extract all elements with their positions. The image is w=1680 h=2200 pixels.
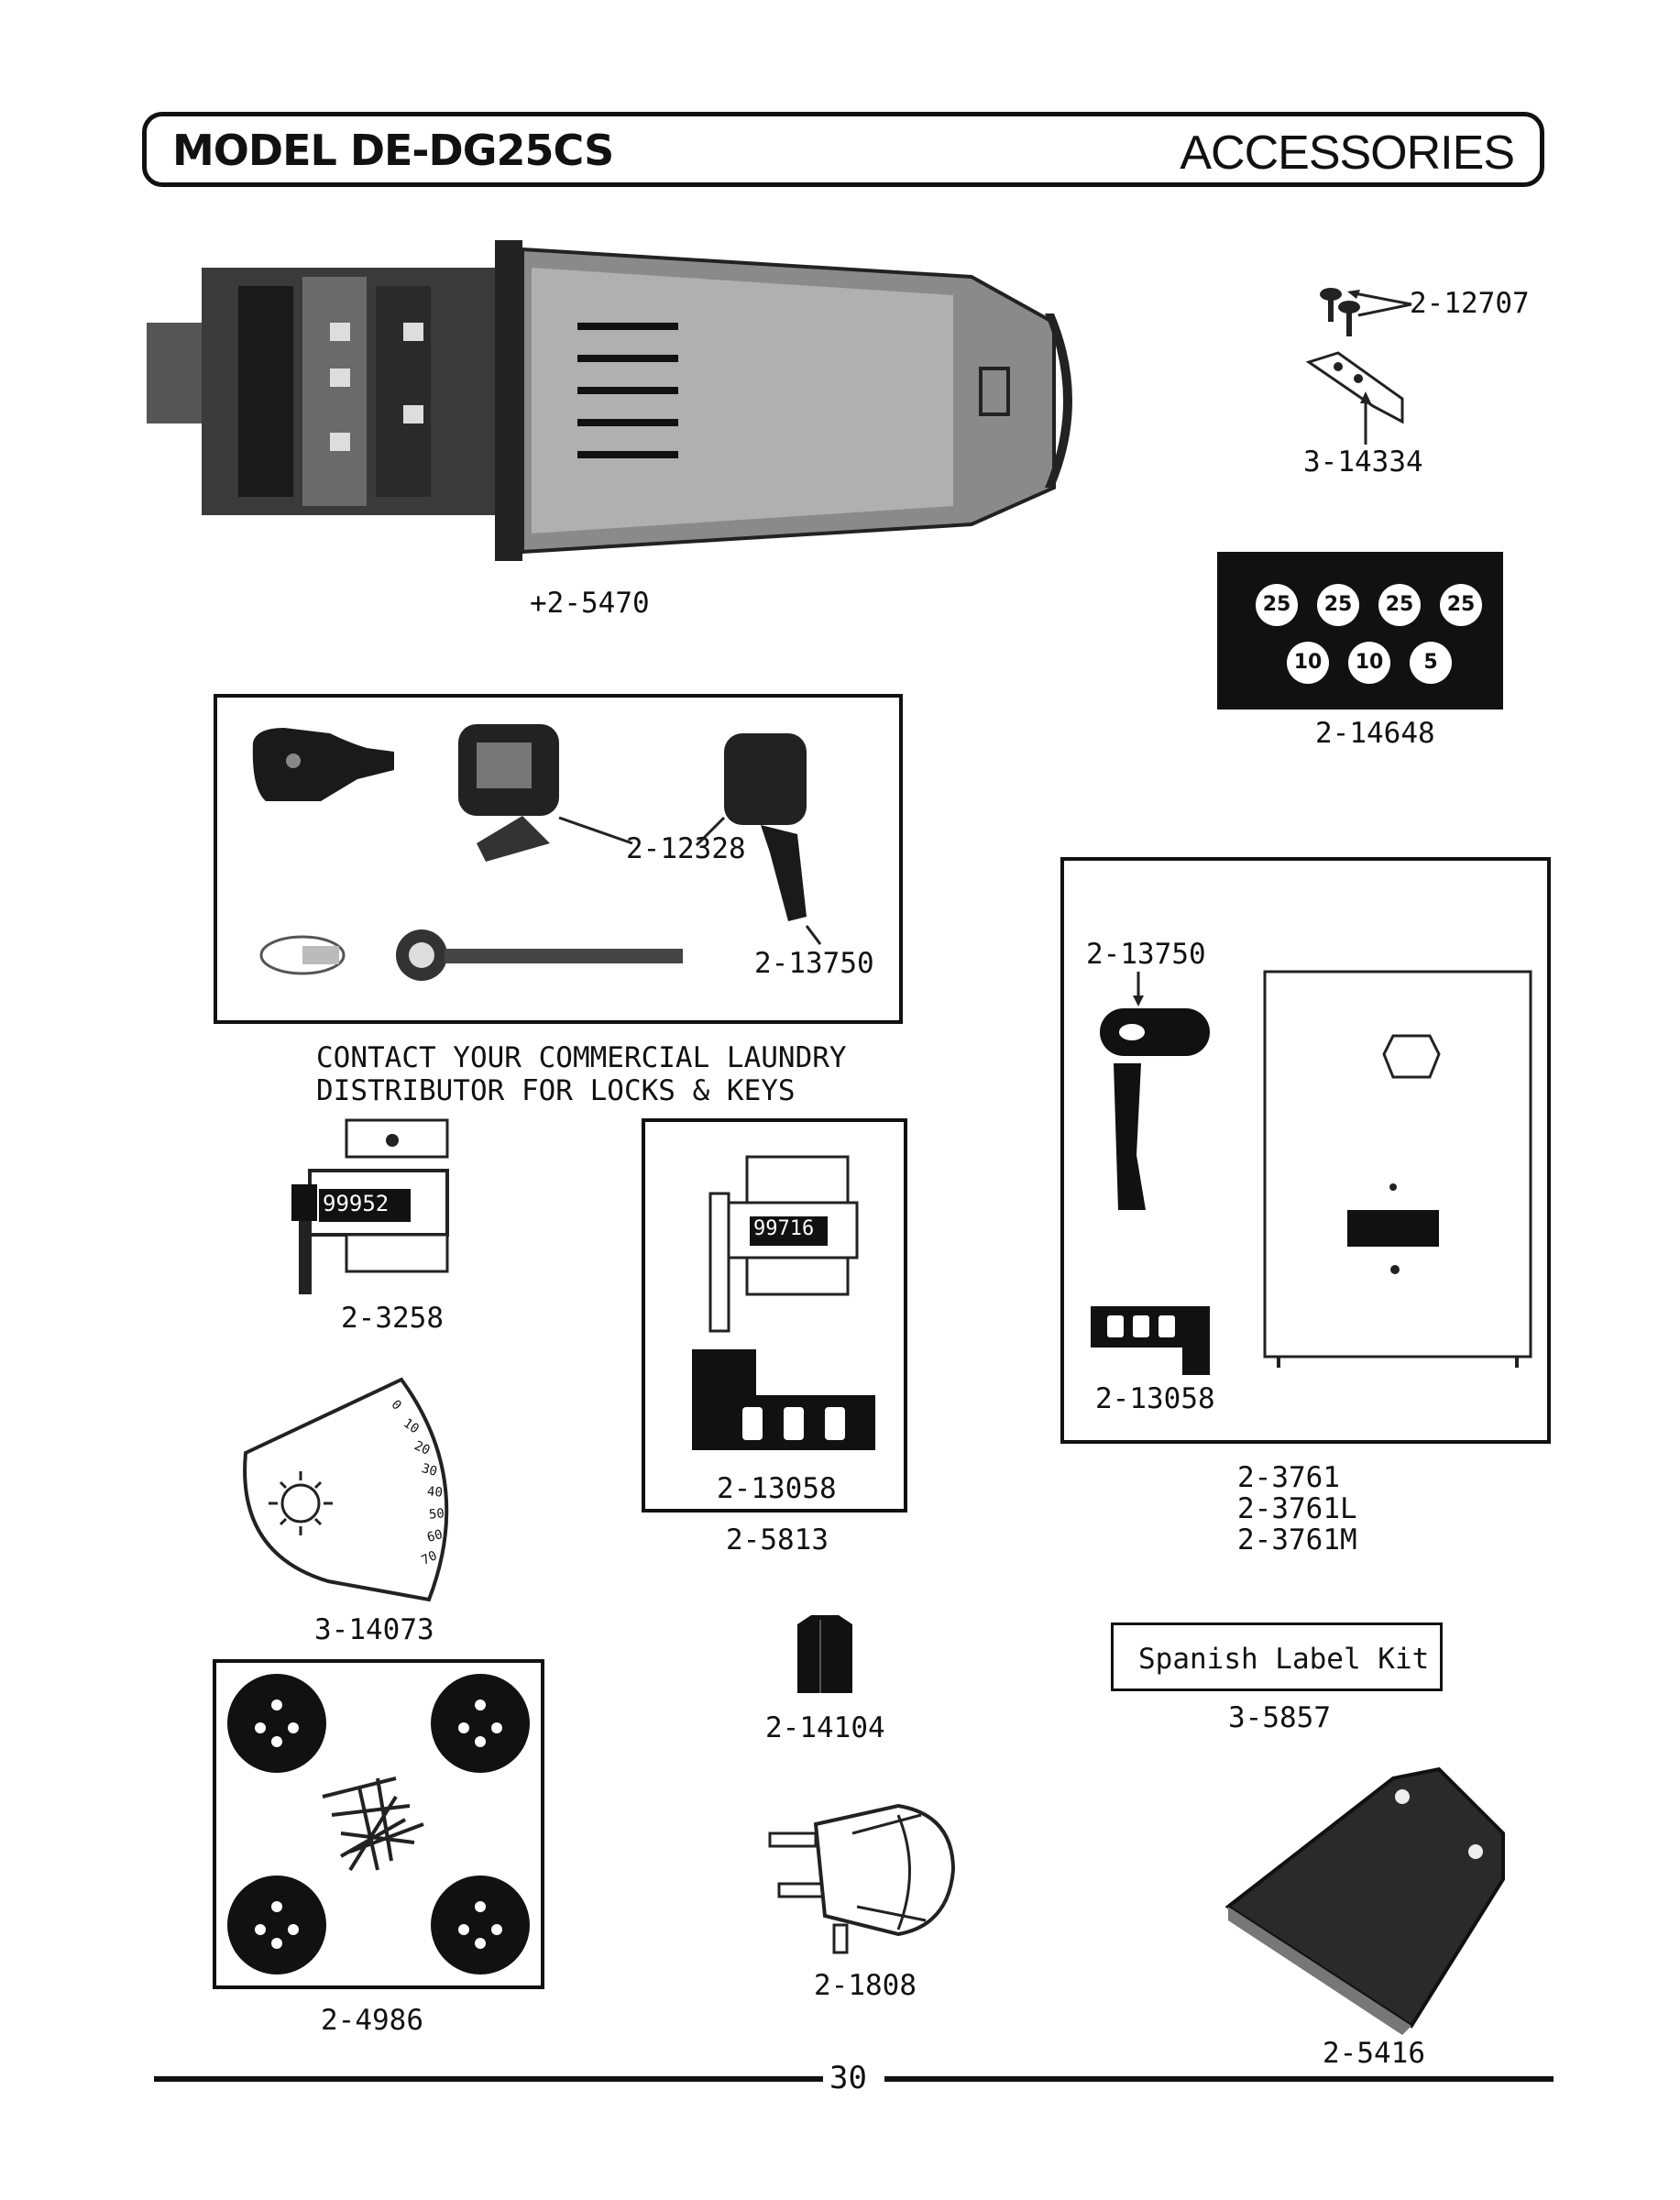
lock-parts-illustration [252,724,822,981]
shelf-label: 2-5416 [1323,2037,1425,2070]
decal-coin: 10 [1348,642,1390,684]
screws-label: 2-12707 [1410,287,1530,320]
leveling-pads-box [213,1659,544,1989]
panel-kit-box [1060,857,1551,1444]
shelf-illustration [1224,1766,1505,2035]
lock-note-line-1: CONTACT YOUR COMMERCIAL LAUNDRY [316,1041,847,1074]
counter-kit-illustration [692,1155,875,1450]
coin-slide-label: +2-5470 [530,587,650,620]
bracket-label: 3-14334 [1303,446,1423,478]
dial-plate-label: 3-14073 [314,1613,434,1646]
section-title: ACCESSORIES [1180,126,1515,180]
knob-label: 2-14104 [765,1711,885,1744]
panel-arm-label: 2-13750 [1086,938,1206,971]
panel-kit-label: 2-3761 [1237,1461,1340,1494]
counter-label: 2-3258 [341,1302,444,1335]
page-header: MODEL DE-DG25CS ACCESSORIES [142,112,1544,187]
page-number: 30 [829,2060,867,2096]
counter-kit-box [642,1118,907,1512]
dial-tick: 40 [426,1484,444,1501]
leveling-pads-label: 2-4986 [321,2004,423,2037]
screws-bracket-illustration [1305,288,1404,445]
lock-parts-box [214,694,903,1024]
counter-illustration [291,1118,449,1294]
model-title: MODEL DE-DG25CS [172,126,614,175]
spanish-kit-label: 3-5857 [1228,1701,1331,1734]
decal-coin: 25 [1256,584,1298,626]
lock-cam-label: 2-12328 [626,832,746,865]
counter-reading: 99952 [323,1191,390,1216]
panel-kit-labels: 2-3761 2-3761L 2-3761M [1237,1462,1357,1556]
dial-plate-illustration [243,1377,449,1602]
leveling-pads-illustration [227,1674,530,1974]
decal-coin: 10 [1287,642,1329,684]
decal-coin: 25 [1440,584,1482,626]
lock-note: CONTACT YOUR COMMERCIAL LAUNDRY DISTRIBU… [316,1041,847,1107]
knob-illustration [797,1615,852,1693]
decal-coin: 25 [1317,584,1359,626]
footer-rule-right [884,2076,1554,2082]
lock-note-line-2: DISTRIBUTOR FOR LOCKS & KEYS [316,1074,796,1107]
panel-kit-illustration [1091,970,1532,1375]
dial-tick: 50 [428,1506,445,1523]
panel-kit-label: 2-3761L [1237,1492,1357,1525]
plug-label: 2-1808 [814,1969,917,2002]
price-decal [1217,552,1503,710]
decal-coin: 25 [1378,584,1421,626]
lock-cam-arm-label: 2-13750 [754,947,874,980]
screws-callout-arrow [1347,290,1412,317]
spanish-kit-name: Spanish Label Kit [1138,1643,1430,1676]
counter-kit-plate-label: 2-13058 [717,1472,837,1505]
counter-kit-reading: 99716 [753,1217,815,1240]
spanish-label-kit-box [1111,1622,1443,1691]
panel-plate-label: 2-13058 [1095,1382,1215,1415]
footer-rule-left [154,2076,823,2082]
counter-kit-label: 2-5813 [726,1524,829,1556]
coin-slide-illustration [147,240,1072,561]
decal-coin: 5 [1410,642,1452,684]
plug-illustration [768,1803,956,1954]
price-decal-label: 2-14648 [1315,717,1435,750]
panel-kit-label: 2-3761M [1237,1524,1357,1556]
